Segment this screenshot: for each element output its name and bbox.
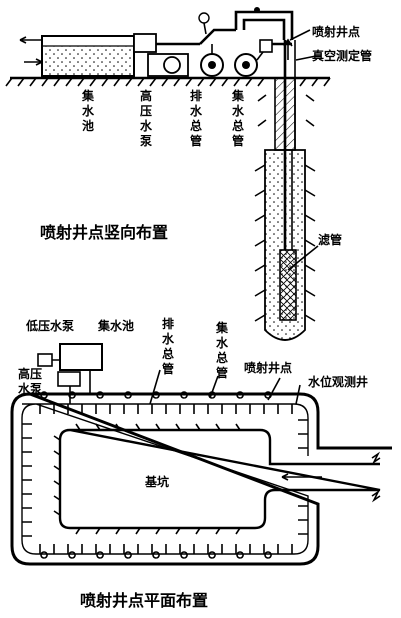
title-elevation: 喷射井点竖向布置 — [40, 223, 168, 242]
well-point-ring — [10, 391, 392, 566]
label-plan-jet-well-point: 喷射井点 — [244, 360, 292, 375]
label-plan-drainage-main: 排水总管 — [162, 316, 175, 376]
drainage-main-pipe — [198, 12, 236, 77]
label-excavation-pit: 基坑 — [144, 474, 169, 489]
label-plan-high-pressure-pump: 高压水泵 — [18, 366, 42, 396]
label-low-pressure-pump: 低压水泵 — [25, 318, 74, 333]
title-plan: 喷射井点平面布置 — [80, 591, 208, 610]
label-collection-main: 集水总管 — [231, 88, 245, 148]
leader-plan-observe — [295, 384, 301, 405]
leader-plan-jet — [267, 377, 281, 401]
label-drainage-main: 排水总管 — [190, 88, 203, 148]
label-filter-pipe: 滤管 — [318, 232, 342, 247]
plan-view: 低压水泵 集水池 高压水泵 排水总管 集水总管 喷射井点 水位观测井 基坑 喷射… — [10, 316, 392, 610]
leader-plan-drain — [149, 369, 161, 405]
jet-well-point — [254, 38, 316, 341]
plan-pump-station — [37, 343, 103, 404]
label-water-level-observation-well: 水位观测井 — [308, 374, 368, 389]
label-collection-tank: 集水池 — [81, 88, 95, 133]
label-high-pressure-pump: 高压水泵 — [140, 88, 153, 148]
collection-tank — [19, 35, 135, 77]
leader-vacuum-pipe — [295, 55, 317, 61]
riser-pipes — [234, 7, 294, 46]
elevation-view: 喷射井点 真空测定管 滤管 集水池 高压水泵 排水总管 集水总管 喷射井点竖向布… — [5, 7, 372, 341]
label-jet-well-point: 喷射井点 — [312, 24, 360, 39]
high-pressure-pump — [133, 33, 200, 77]
label-plan-collection-main: 集水总管 — [215, 320, 229, 380]
collection-main-pipe — [234, 39, 273, 77]
label-plan-collection-tank: 集水池 — [97, 318, 134, 333]
leader-jet-well-point — [289, 29, 311, 41]
excavation-pit — [53, 423, 381, 535]
label-vacuum-measuring-pipe: 真空测定管 — [312, 48, 372, 63]
leader-plan-collect — [209, 375, 219, 399]
leader-filter-pipe — [287, 245, 319, 271]
